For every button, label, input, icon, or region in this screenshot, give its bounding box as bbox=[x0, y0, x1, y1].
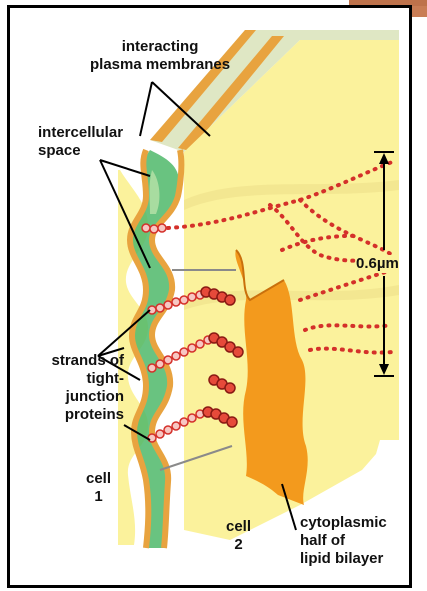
label-cell-1: cell 1 bbox=[86, 470, 111, 506]
label-interacting-plasma-membranes: interacting plasma membranes bbox=[90, 38, 230, 74]
label-scale-0-6-um: 0.6µm bbox=[356, 255, 399, 273]
label-cell-2: cell 2 bbox=[226, 518, 251, 554]
label-cytoplasmic-half-of-lipid-bilayer: cytoplasmic half of lipid bilayer bbox=[300, 514, 387, 568]
label-intercellular-space: intercellular space bbox=[38, 124, 123, 160]
label-strands-tight-junction-proteins: strands of tight- junction proteins bbox=[30, 352, 124, 424]
